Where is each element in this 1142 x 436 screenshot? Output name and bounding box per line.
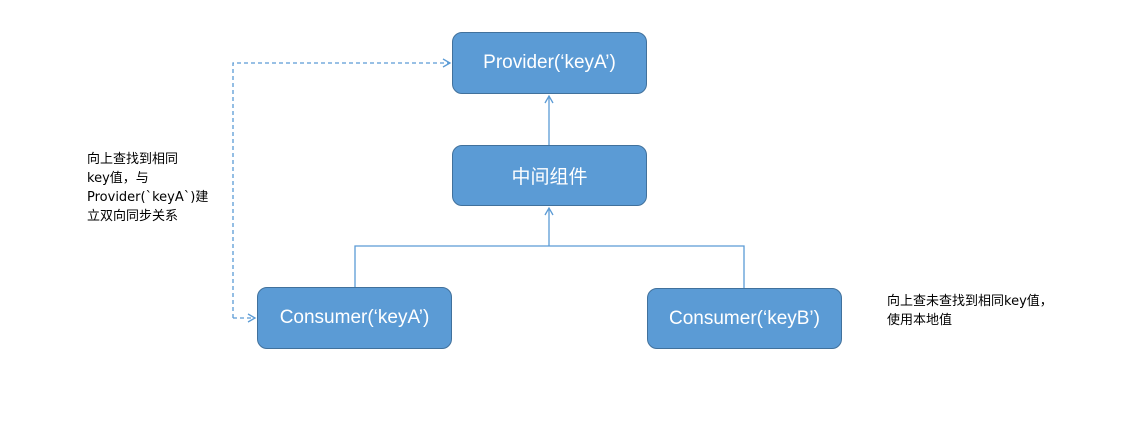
connector-consumer-a-to-junction [354, 245, 549, 287]
left-annotation-line: key值，与 [87, 171, 149, 186]
left-annotation: 向上查找到相同 key值，与 Provider(`keyA`)建 立双向同步关系 [87, 150, 222, 226]
middle-component-node: 中间组件 [452, 145, 647, 206]
left-annotation-line: 立双向同步关系 [87, 209, 179, 224]
consumer-b-node: Consumer(‘keyB’) [647, 288, 842, 349]
left-annotation-line: Provider(`keyA`)建 [87, 190, 209, 205]
consumer-a-node: Consumer(‘keyA’) [257, 287, 452, 349]
middle-component-label: 中间组件 [511, 167, 588, 188]
consumer-b-label: Consumer(‘keyB’) [669, 307, 820, 329]
provider-node-label: Provider(‘keyA’) [483, 52, 616, 73]
right-annotation: 向上查未查找到相同key值， 使用本地值 [887, 292, 1117, 330]
right-annotation-line: 向上查未查找到相同key值， [887, 294, 1053, 309]
provider-node: Provider(‘keyA’) [452, 32, 647, 94]
consumer-a-label: Consumer(‘keyA’) [279, 307, 430, 328]
dashed-link-to-provider [232, 58, 452, 318]
connector-consumer-b-to-junction [549, 245, 745, 288]
left-annotation-line: 向上查找到相同 [87, 152, 179, 167]
right-annotation-line: 使用本地值 [887, 313, 953, 328]
